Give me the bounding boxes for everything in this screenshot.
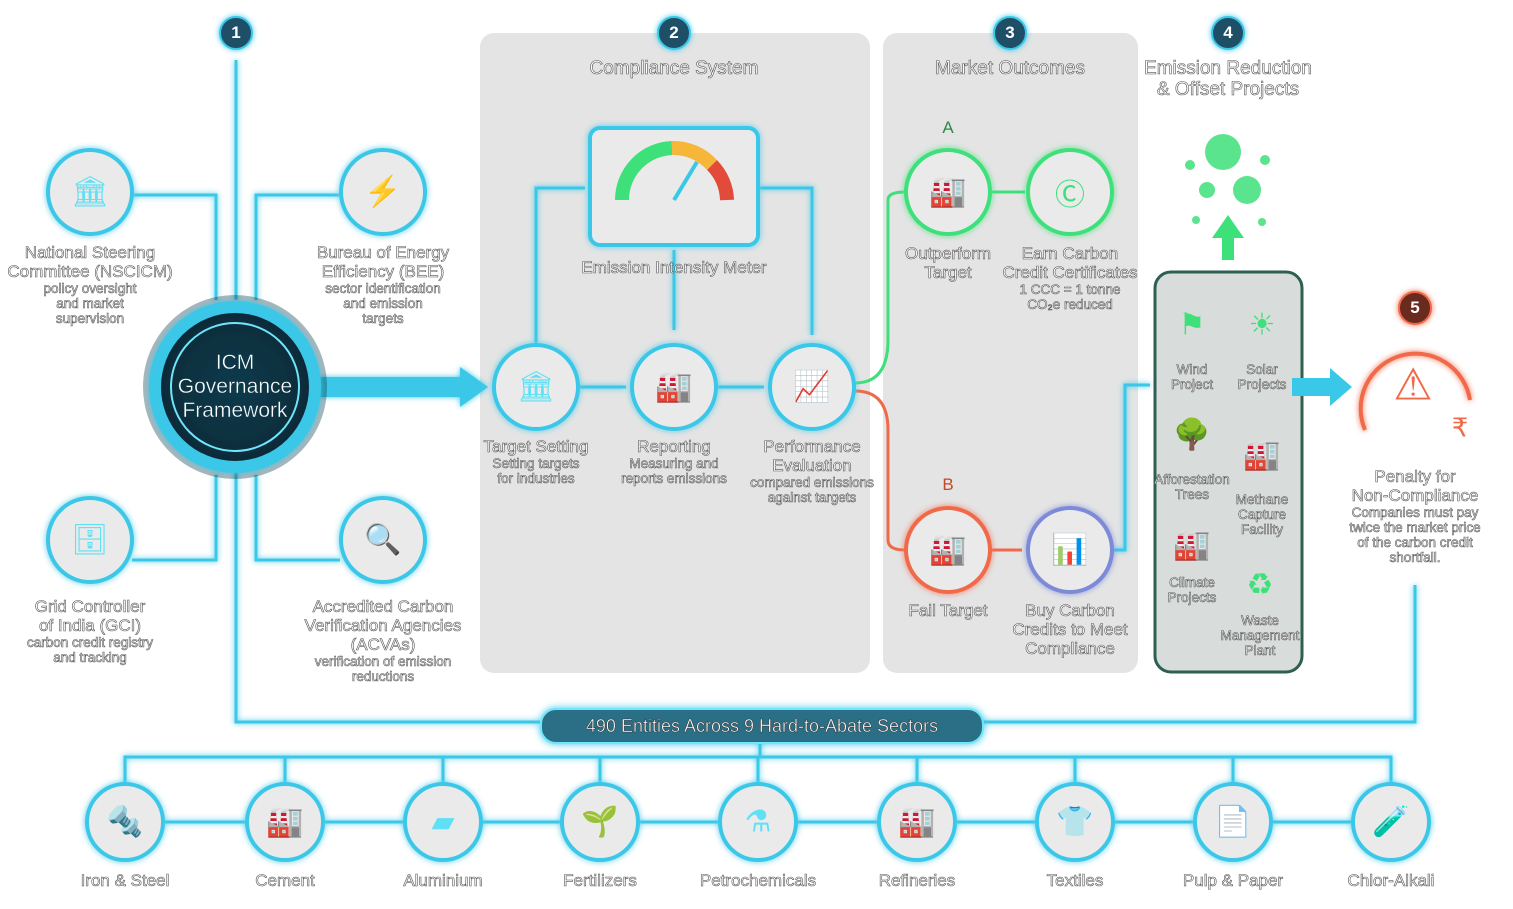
solar-panel-icon: ☀	[1248, 308, 1276, 342]
outcome-a-label: A	[942, 118, 954, 137]
sector-label: Refineries	[878, 871, 956, 891]
sector-label: Aluminium	[403, 871, 483, 891]
entities-bar: 490 Entities Across 9 Hard-to-Abate Sect…	[540, 708, 984, 744]
icm-governance-hub: ICM Governance Framework	[177, 350, 293, 423]
climate-factory-icon: 🏭	[1173, 528, 1211, 562]
sector-icon: 👕	[1056, 805, 1094, 839]
co2-factory-icon: 🏭	[929, 533, 967, 567]
sector-icon: 🌱	[581, 805, 619, 839]
hub-line: Framework	[182, 399, 288, 423]
sector-icon: 🔩	[106, 805, 144, 839]
trees-icon: 🌳	[1173, 418, 1211, 452]
sector-label: Pulp & Paper	[1182, 871, 1284, 891]
sector-label: Chlor-Alkali	[1347, 871, 1435, 891]
magnifier-check-icon: 🔍	[364, 523, 402, 557]
step-badge-2: 2	[657, 16, 691, 50]
recycle-plant-icon: ♻	[1246, 568, 1274, 602]
hub-ring	[149, 301, 321, 473]
fail-target: Fail Target	[908, 601, 988, 621]
coin-stack-icon: ₹	[1451, 412, 1469, 443]
section-title-market: Market Outcomes	[935, 58, 1086, 80]
capitol-icon: 🏛	[70, 175, 110, 209]
sector-label: Fertilizers	[563, 871, 637, 891]
factory-icon: 🏭	[929, 175, 967, 209]
capitol-icon: 🏛	[516, 370, 556, 404]
sector-label: Petrochemicals	[699, 871, 817, 891]
sector-icon: ▰	[431, 805, 455, 839]
offset-panel	[1153, 270, 1304, 674]
database-icon: 🗄	[70, 523, 110, 557]
emission-meter-gauge	[615, 141, 734, 202]
hub-line: Governance	[177, 374, 293, 398]
step-badge-1: 1	[219, 16, 253, 50]
step-badge-5: 5	[1398, 291, 1432, 325]
carbon-coin-icon: Ⓒ	[1055, 179, 1085, 212]
sector-label: Cement	[255, 871, 315, 891]
sector-icon: 📄	[1214, 805, 1252, 839]
sector-label: Iron & Steel	[80, 871, 170, 891]
sector-icon: 🏭	[266, 805, 304, 839]
monitor-chart-icon: 📈	[793, 370, 831, 404]
sector-icon: ⚗	[744, 805, 772, 839]
co2-plant-icon: 🏭	[1243, 438, 1281, 472]
sector-icon: 🏭	[898, 805, 936, 839]
step-badge-3: 3	[993, 16, 1027, 50]
monitor-chart-icon: 📊	[1051, 533, 1089, 567]
section-title-compliance: Compliance System	[589, 58, 759, 80]
hub-line: ICM	[215, 350, 255, 374]
factory-icon: 🏭	[655, 370, 693, 404]
energy-gear-icon: ⚡	[364, 175, 402, 209]
outcome-b-label: B	[942, 475, 954, 494]
step-badge-4: 4	[1211, 16, 1245, 50]
sector-label: Textiles	[1046, 871, 1104, 891]
sector-icon: 🧪	[1372, 805, 1410, 839]
meter-label: Emission Intensity Meter	[581, 258, 767, 278]
warning-icon: ⚠	[1393, 360, 1433, 410]
wind-turbine-icon: ⚑	[1178, 308, 1206, 342]
section-title-offset: Emission Reduction & Offset Projects	[1144, 58, 1313, 101]
